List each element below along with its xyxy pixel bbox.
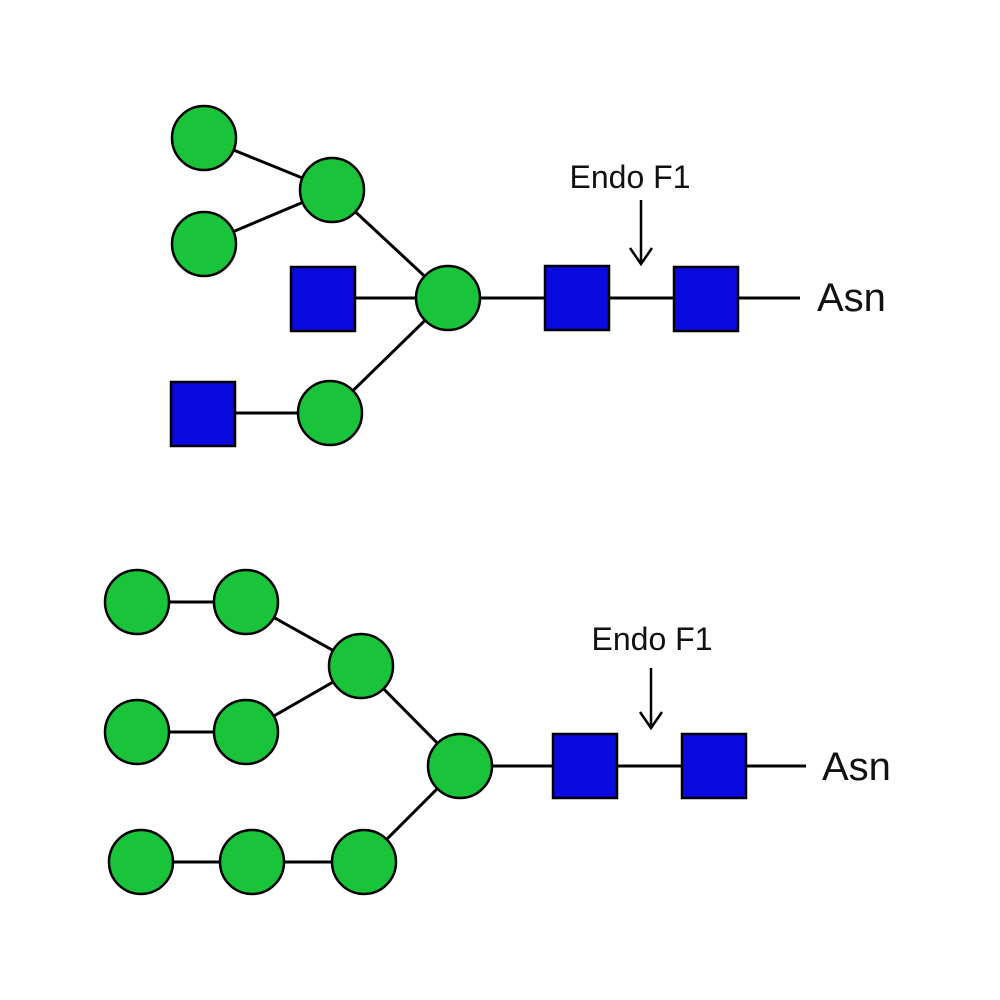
cleavage-arrow xyxy=(638,668,664,731)
hexose-circle xyxy=(103,568,171,636)
glcnac-square xyxy=(169,380,237,448)
enzyme-label: Endo F1 xyxy=(592,621,713,657)
cleavage-arrow xyxy=(628,200,654,267)
hexose-circle xyxy=(296,379,364,447)
hexose-circle xyxy=(103,698,171,766)
hexose-circle xyxy=(414,264,482,332)
hexose-circle xyxy=(426,732,494,800)
bottom-glycan: Endo F1 Asn xyxy=(103,568,891,896)
glcnac-square xyxy=(672,265,740,333)
hexose-circle xyxy=(212,698,280,766)
top-glycan: Endo F1 Asn xyxy=(169,104,886,448)
hexose-circle xyxy=(218,828,286,896)
hexose-circle xyxy=(298,156,366,224)
hexose-circle xyxy=(170,104,238,172)
hexose-circle xyxy=(327,632,395,700)
hexose-circle xyxy=(212,568,280,636)
asn-label: Asn xyxy=(822,745,891,789)
glcnac-square xyxy=(289,265,357,333)
asn-label: Asn xyxy=(817,276,886,320)
hexose-circle xyxy=(170,210,238,278)
glcnac-square xyxy=(543,264,611,332)
glcnac-square xyxy=(680,732,748,800)
hexose-circle xyxy=(107,828,175,896)
glcnac-square xyxy=(551,732,619,800)
hexose-circle xyxy=(330,828,398,896)
enzyme-label: Endo F1 xyxy=(570,159,691,195)
